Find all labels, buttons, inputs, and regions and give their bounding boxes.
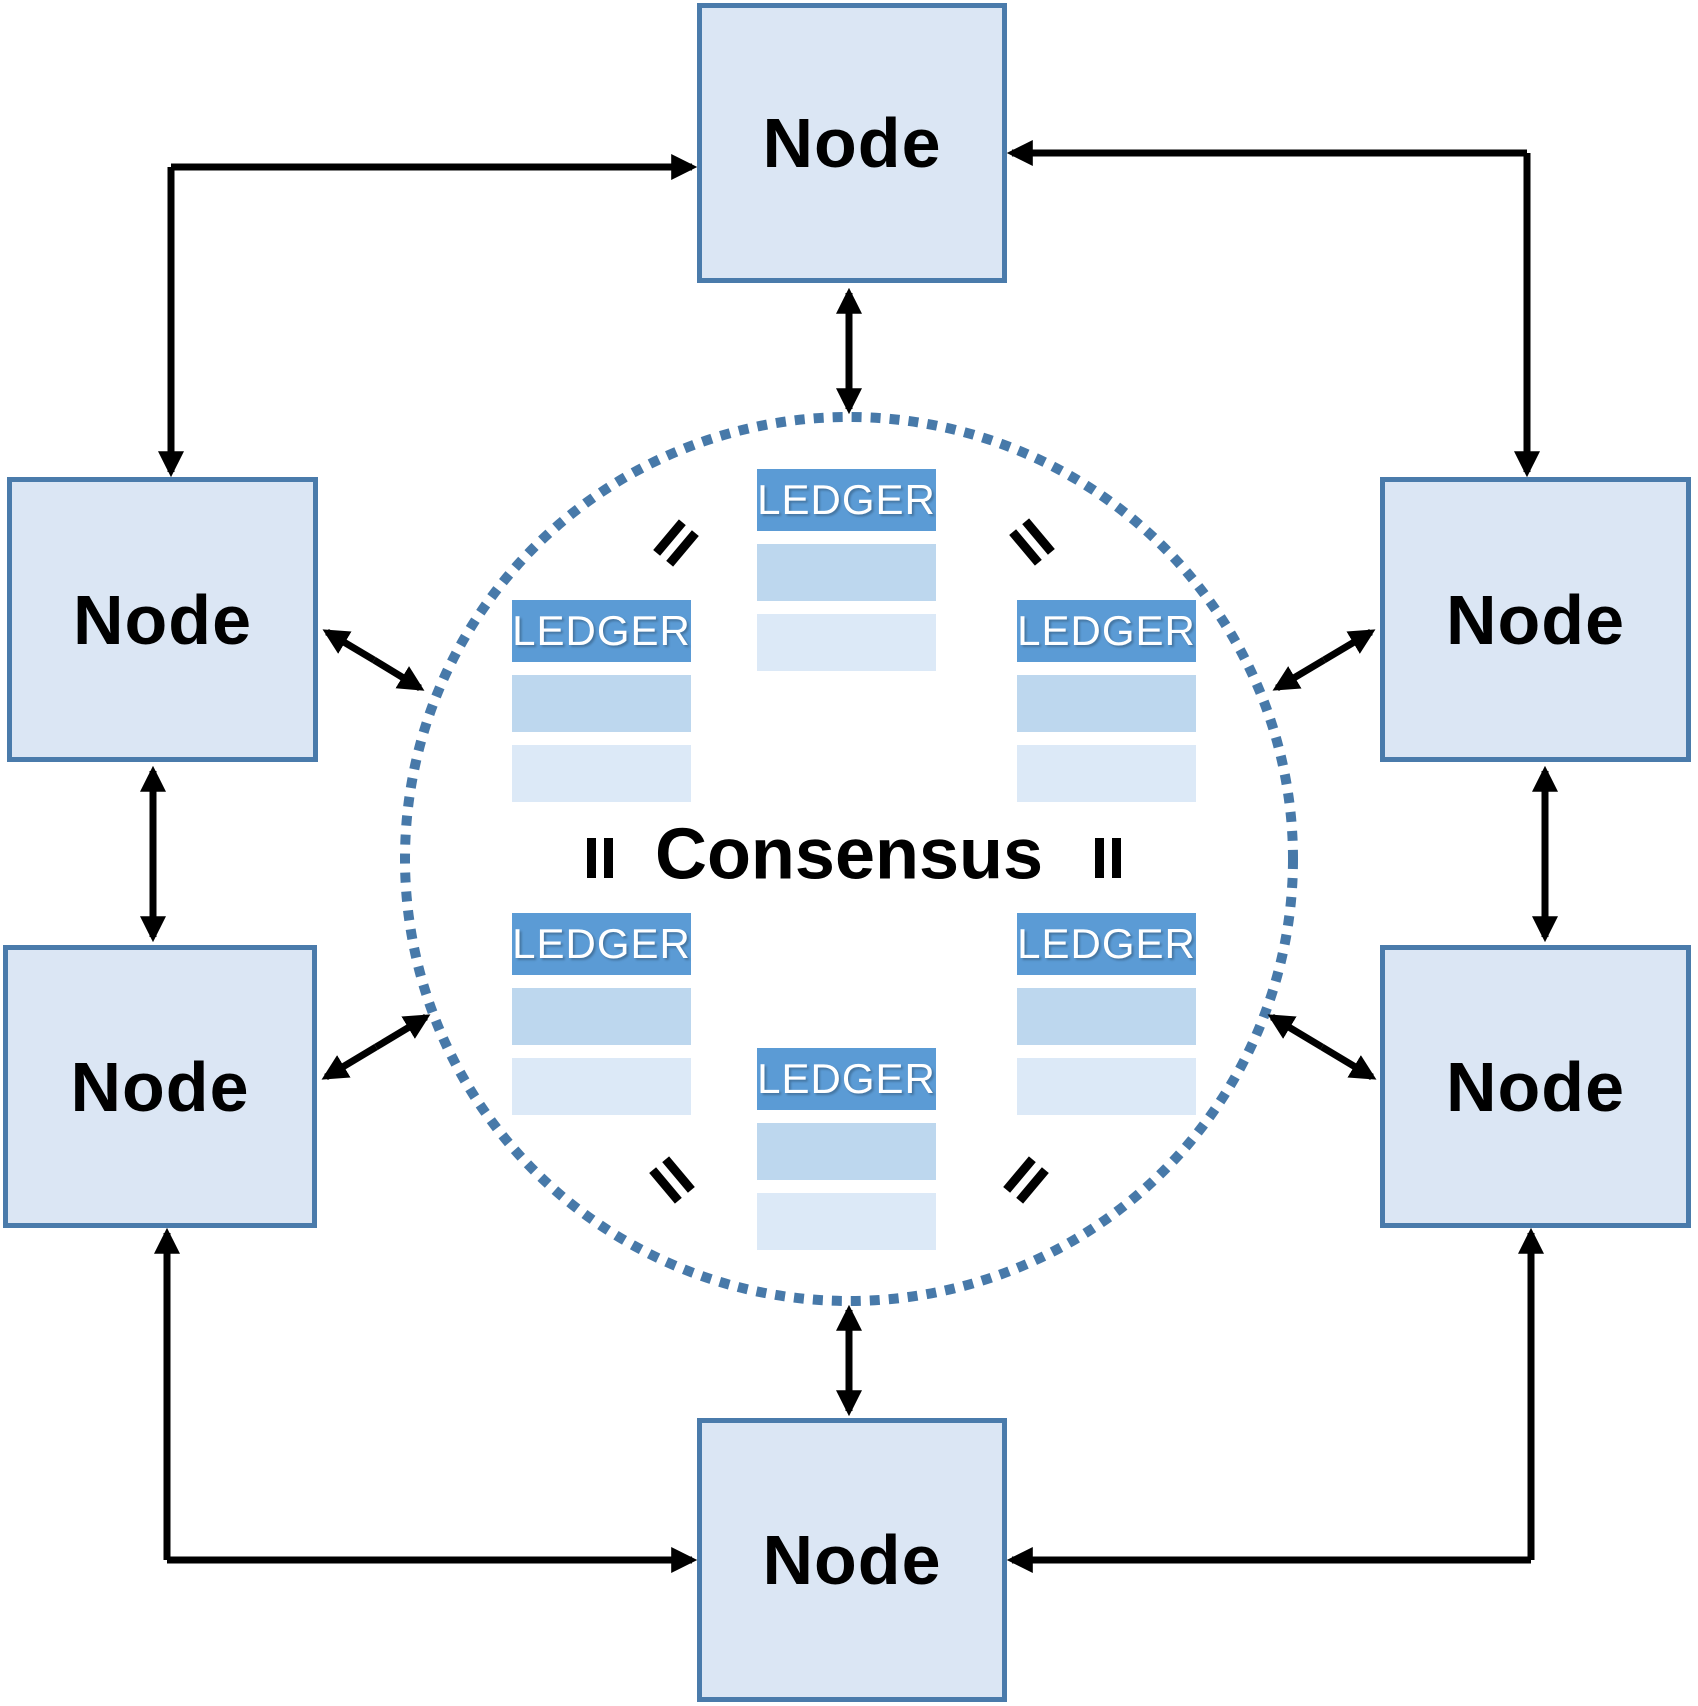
ledger-header: LEDGER [1017, 600, 1196, 662]
ledger-row [1017, 1058, 1196, 1115]
equals-bar [587, 838, 596, 878]
ledger-row [757, 1193, 936, 1250]
equals-bar [1112, 838, 1121, 878]
ledger-row [757, 1123, 936, 1180]
node-lower-right: Node [1380, 945, 1691, 1228]
node-upper-left: Node [7, 477, 318, 762]
arrow-lowerleft-diag-node [321, 1043, 378, 1081]
node-label: Node [762, 1521, 942, 1599]
ledger-row [757, 614, 936, 671]
ledger-bottom-center: LEDGER [757, 1048, 936, 1250]
equals-bar [604, 838, 613, 878]
node-label: Node [70, 1047, 250, 1126]
equals-icon [1095, 838, 1121, 878]
arrow-upperright-diag-circle [1272, 656, 1326, 692]
arrow-lowerleft-diag-circle [374, 1013, 431, 1051]
node-upper-right: Node [1380, 477, 1691, 762]
ledger-header: LEDGER [512, 913, 691, 975]
node-label: Node [1446, 1047, 1625, 1126]
node-bottom: Node [697, 1418, 1007, 1702]
ledger-header: LEDGER [757, 1048, 936, 1110]
ledger-row [512, 745, 691, 802]
node-label: Node [1446, 580, 1625, 659]
ledger-row [1017, 745, 1196, 802]
node-label: Node [762, 104, 942, 182]
node-label: Node [73, 580, 252, 659]
ledger-row [1017, 675, 1196, 732]
node-top: Node [697, 3, 1007, 283]
equals-icon [653, 519, 699, 567]
equals-bar [1095, 838, 1104, 878]
ledger-lower-left: LEDGER [512, 913, 691, 1115]
arrow-upperleft-diag-node [322, 628, 376, 664]
ledger-row [512, 988, 691, 1045]
consensus-label: Consensus [654, 814, 1044, 895]
arrow-lowerright-diag-circle [1267, 1013, 1324, 1051]
arrow-lowerright-diag-node [1320, 1043, 1377, 1081]
ledger-lower-right: LEDGER [1017, 913, 1196, 1115]
equals-icon [1003, 1156, 1049, 1204]
ledger-header: LEDGER [512, 600, 691, 662]
equals-icon [649, 1156, 695, 1204]
arrow-upperleft-diag-circle [372, 657, 425, 691]
equals-icon [587, 838, 613, 878]
equals-icon [1009, 518, 1055, 566]
ledger-header: LEDGER [1017, 913, 1196, 975]
ledger-top-center: LEDGER [757, 469, 936, 671]
ledger-row [757, 544, 936, 601]
ledger-row [512, 1058, 691, 1115]
ledger-mid-left: LEDGER [512, 600, 691, 802]
ledger-mid-right: LEDGER [1017, 600, 1196, 802]
ledger-row [1017, 988, 1196, 1045]
ledger-row [512, 675, 691, 732]
node-lower-left: Node [3, 945, 317, 1228]
ledger-header: LEDGER [757, 469, 936, 531]
arrow-upperright-diag-node [1322, 628, 1376, 664]
